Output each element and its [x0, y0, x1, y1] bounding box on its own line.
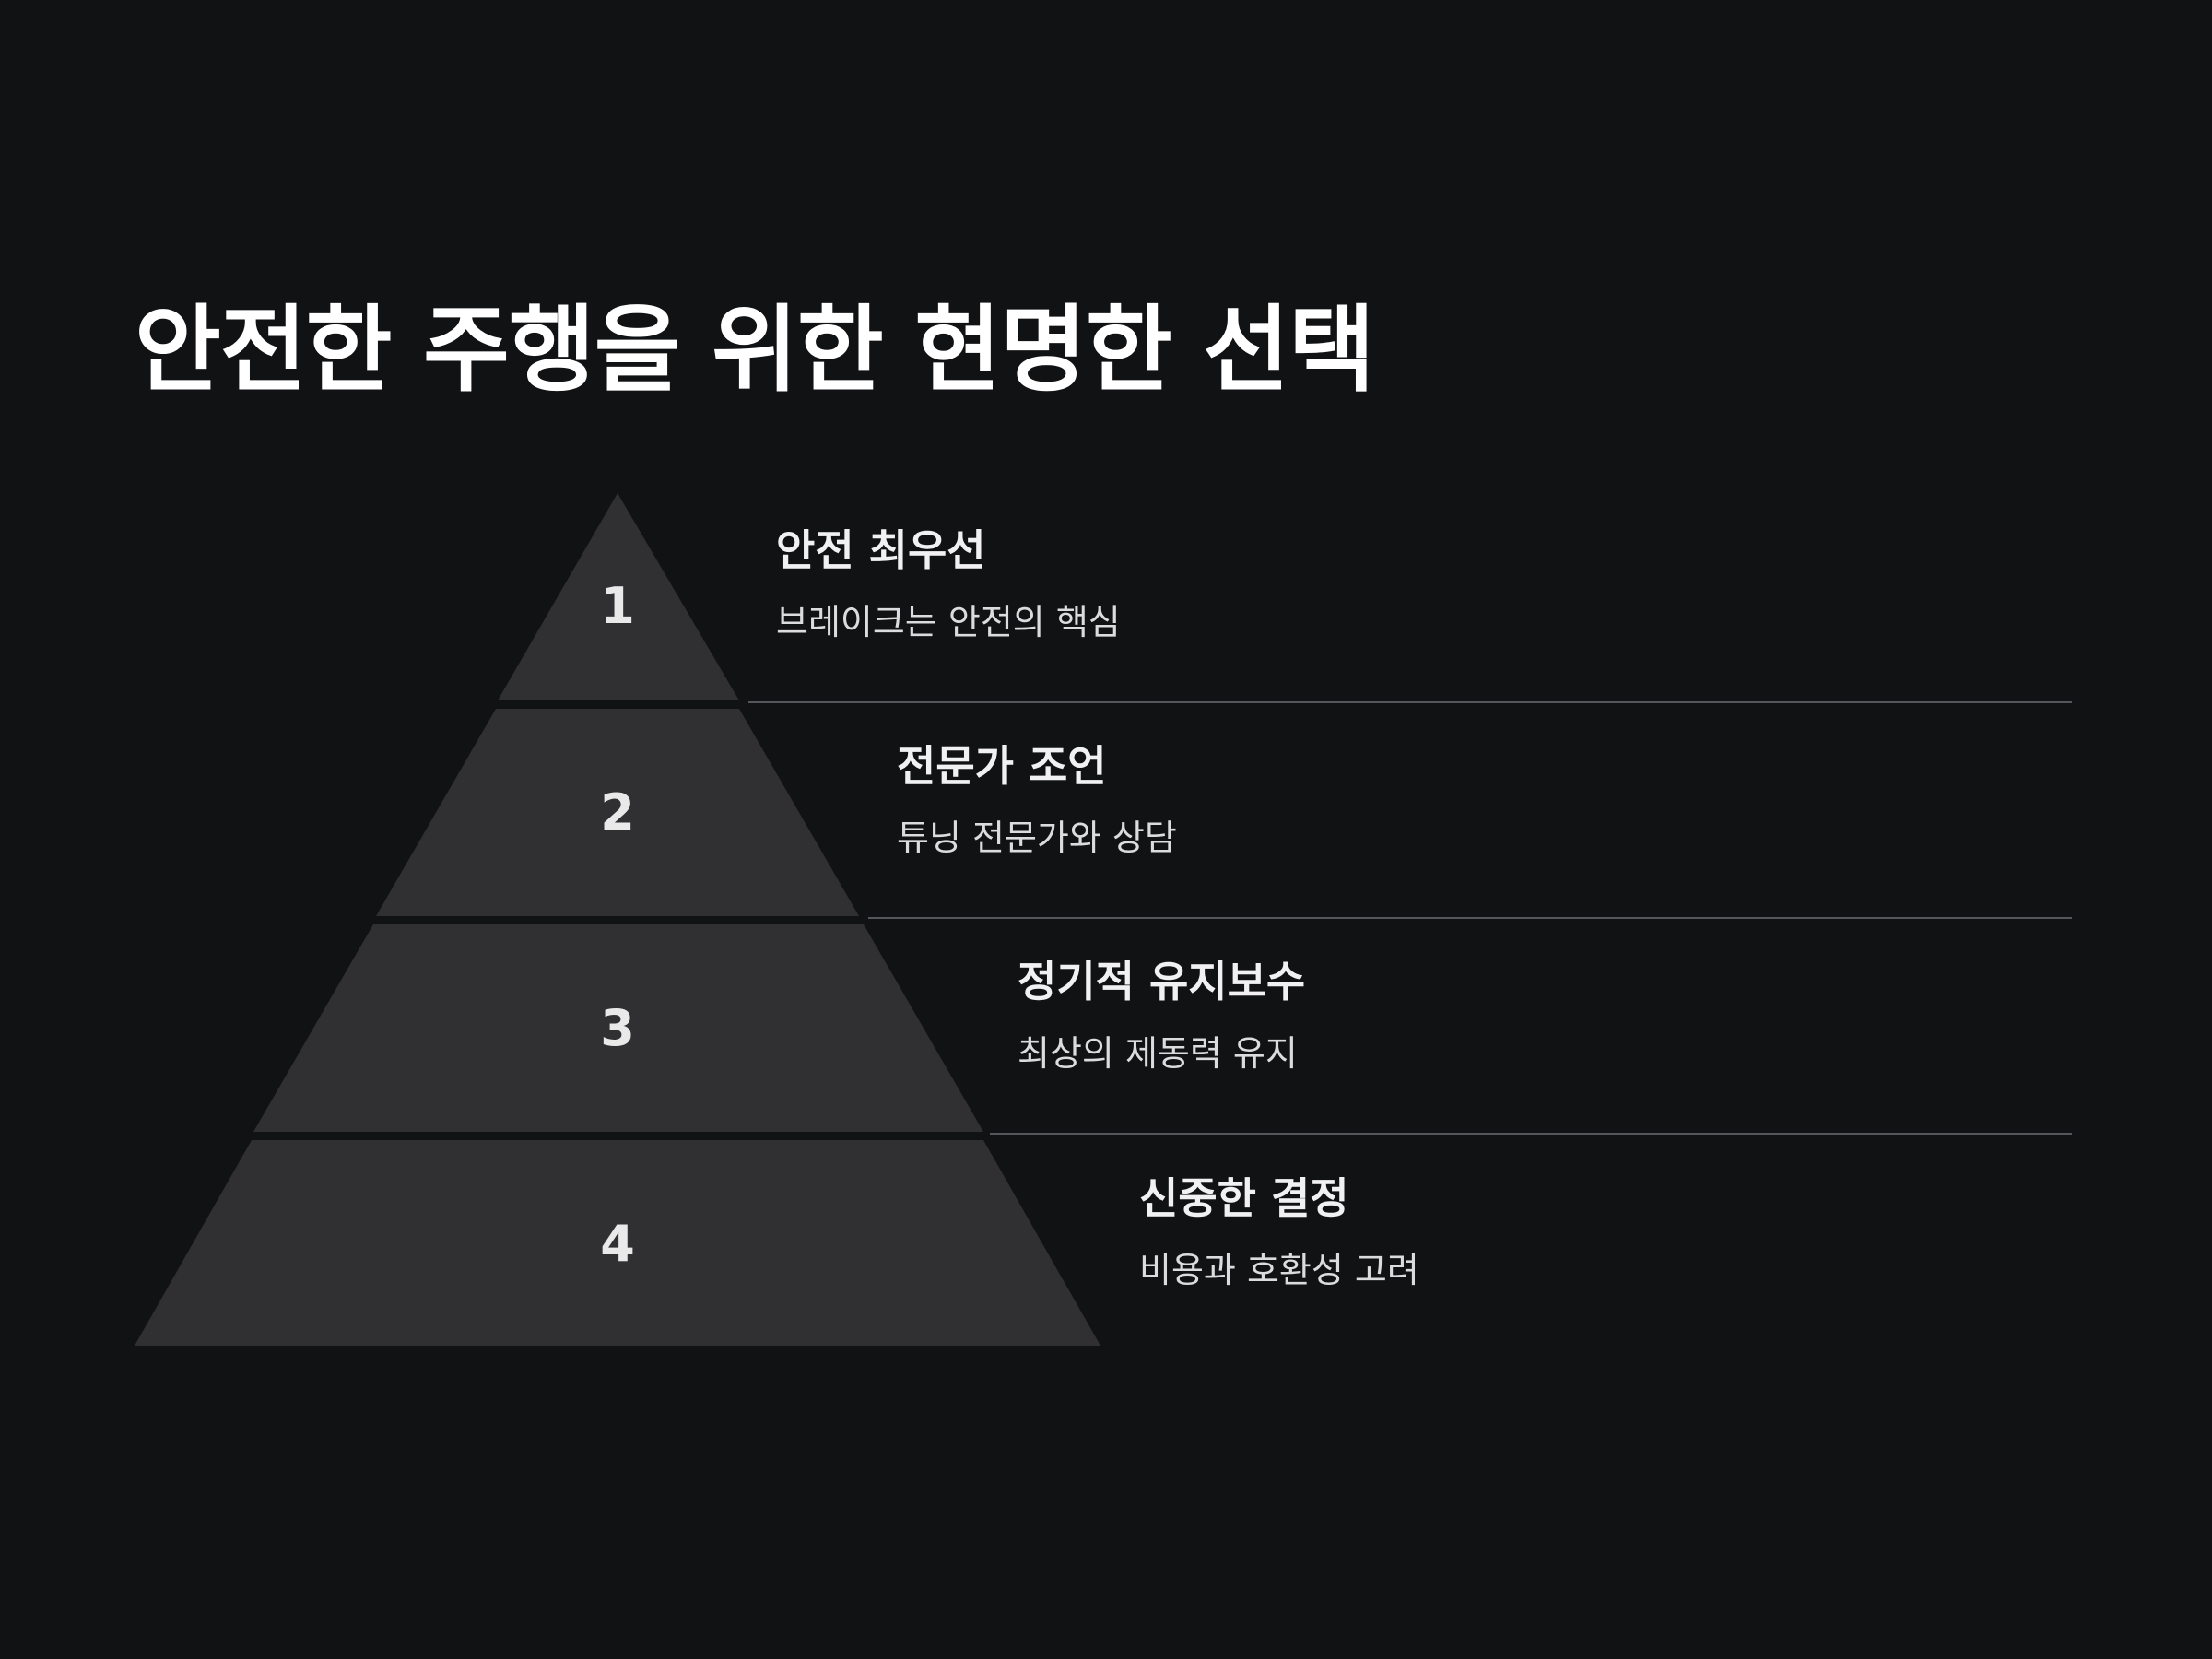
tier-number-4: 4 — [600, 1215, 635, 1273]
tier-item-1: 안전 최우선 브레이크는 안전의 핵심 — [776, 525, 1121, 644]
tier-heading: 안전 최우선 — [776, 525, 986, 575]
page-title: 안전한 주행을 위한 현명한 선택 — [135, 296, 1375, 406]
tier-heading: 전문가 조언 — [897, 741, 1107, 791]
pyramid-tier-1 — [498, 493, 739, 700]
tier-description: 튜닝 전문가와 상담 — [897, 818, 1177, 859]
pyramid-tier-2 — [376, 709, 859, 916]
tier-heading: 신중한 결정 — [1139, 1173, 1349, 1223]
tier-number-1: 1 — [600, 577, 635, 635]
pyramid-tier-4 — [135, 1140, 1100, 1346]
tier-description: 브레이크는 안전의 핵심 — [776, 602, 1121, 643]
tier-item-2: 전문가 조언 튜닝 전문가와 상담 — [897, 741, 1177, 860]
tier-description: 비용과 호환성 고려 — [1139, 1250, 1419, 1291]
tier-item-4: 신중한 결정 비용과 호환성 고려 — [1139, 1173, 1419, 1292]
tier-item-3: 정기적 유지보수 최상의 제동력 유지 — [1018, 957, 1305, 1076]
tier-heading: 정기적 유지보수 — [1018, 957, 1306, 1006]
pyramid-tier-3 — [253, 924, 983, 1132]
tier-number-3: 3 — [600, 999, 635, 1057]
tier-description: 최상의 제동력 유지 — [1018, 1033, 1298, 1075]
tier-number-2: 2 — [600, 783, 635, 841]
